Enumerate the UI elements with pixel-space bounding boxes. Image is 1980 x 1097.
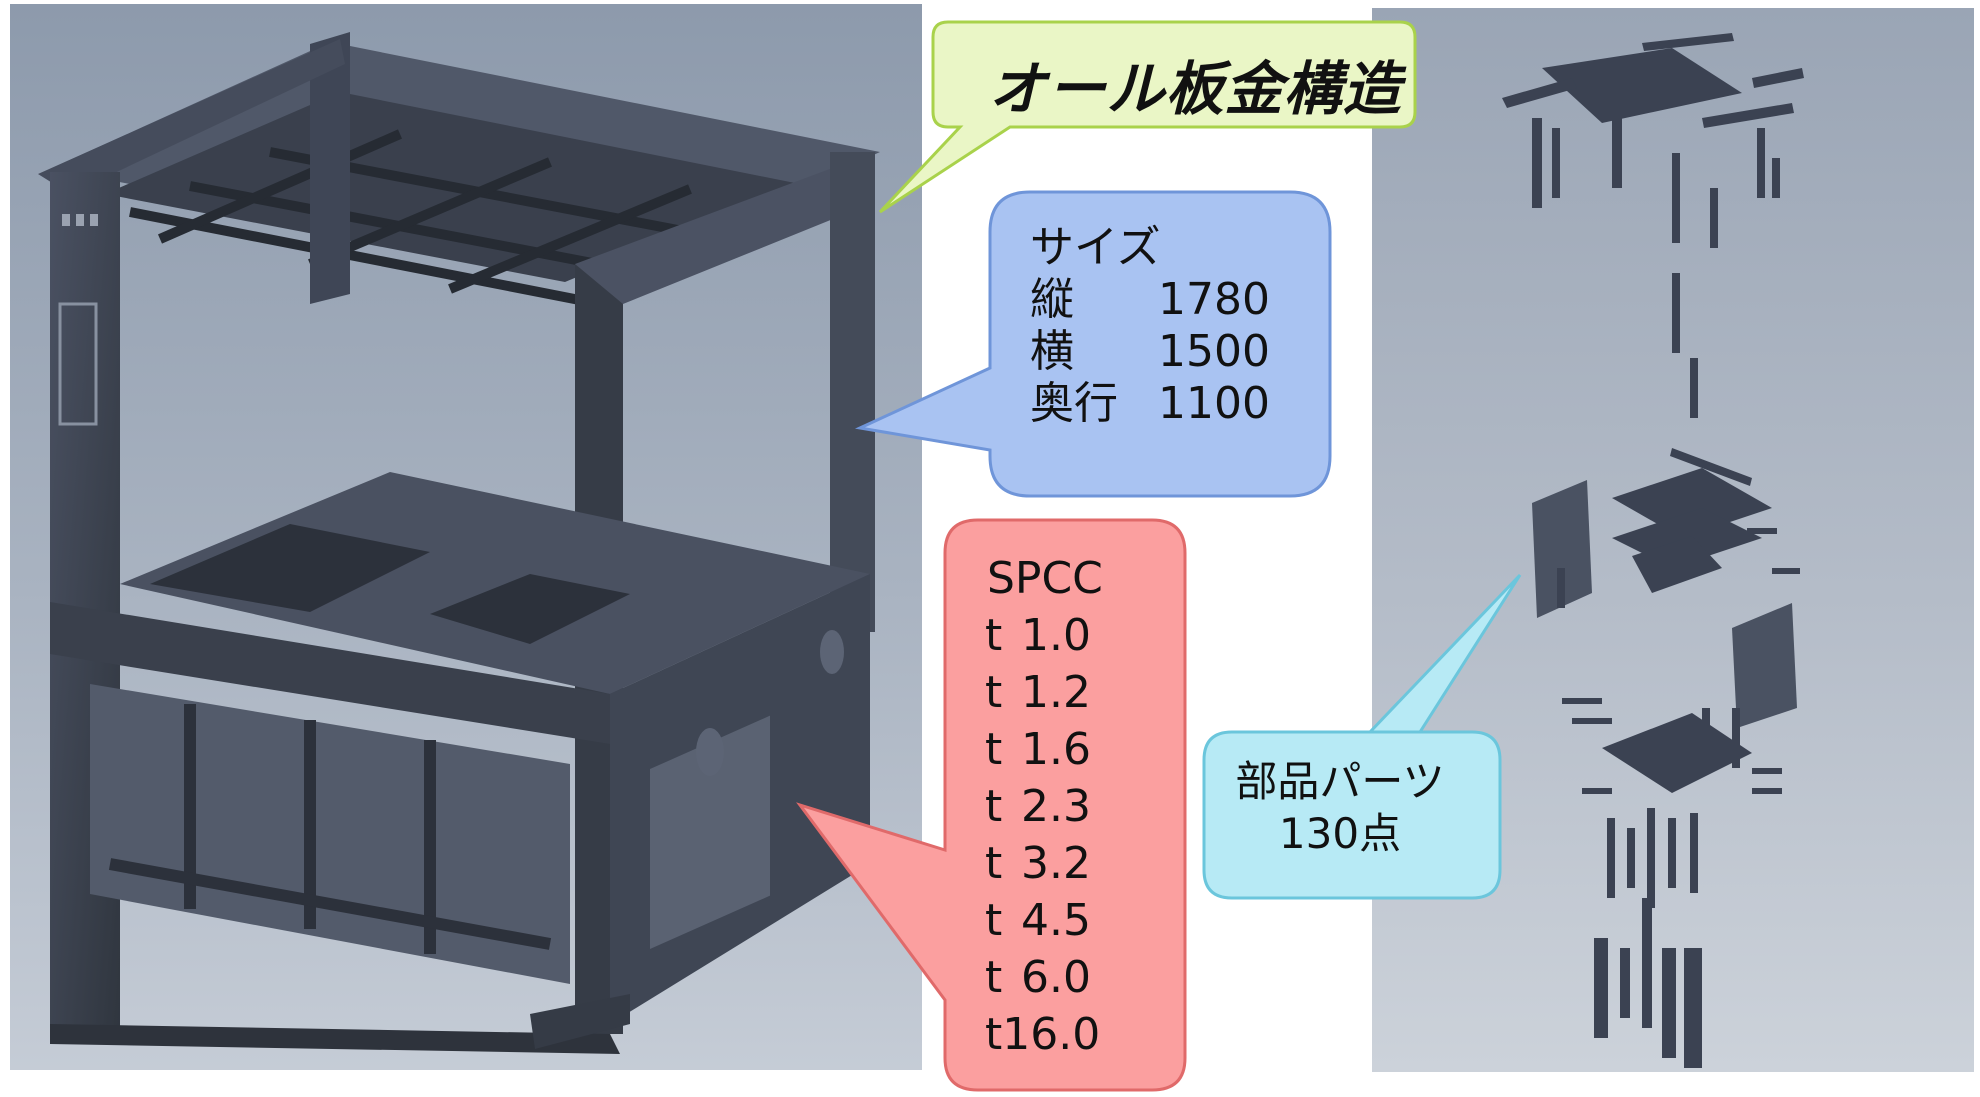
thickness-prefix: t xyxy=(985,895,1003,946)
parts-count: 130点 xyxy=(1278,809,1402,858)
thickness-value: 1.0 xyxy=(1021,610,1091,661)
thickness-row: t 3.2 xyxy=(985,835,1103,892)
size-value: 1100 xyxy=(1158,378,1270,429)
material-heading: SPCC xyxy=(987,553,1103,604)
exploded-drawing xyxy=(1502,33,1804,1068)
size-value: 1500 xyxy=(1158,326,1270,377)
size-value: 1780 xyxy=(1158,274,1270,325)
left-post xyxy=(50,172,120,1032)
size-label: 縦 xyxy=(1030,274,1074,325)
size-row-depth: 奥行 1100 xyxy=(1030,378,1270,430)
assembled-frame-render xyxy=(10,4,922,1070)
size-row-width: 横 1500 xyxy=(1030,326,1270,378)
thickness-prefix: t xyxy=(985,838,1003,889)
thickness-prefix: t xyxy=(985,667,1003,718)
thickness-row: t 1.6 xyxy=(985,721,1103,778)
thickness-row: t 6.0 xyxy=(985,949,1103,1006)
thickness-prefix: t xyxy=(985,781,1003,832)
thickness-value: 6.0 xyxy=(1021,952,1091,1003)
size-row-height: 縦 1780 xyxy=(1030,274,1270,326)
thickness-value: 2.3 xyxy=(1021,781,1091,832)
thickness-prefix: t xyxy=(985,610,1003,661)
parts-callout: 部品パーツ 130点 xyxy=(1210,756,1470,860)
thickness-row: t 4.5 xyxy=(985,892,1103,949)
thickness-row: t 2.3 xyxy=(985,778,1103,835)
parts-label: 部品パーツ xyxy=(1235,757,1445,806)
size-label: 奥行 xyxy=(1030,378,1118,429)
thickness-row: t 1.0 xyxy=(985,607,1103,664)
thickness-value: 3.2 xyxy=(1021,838,1091,889)
size-heading: サイズ xyxy=(1030,222,1161,273)
size-label: 横 xyxy=(1030,326,1074,377)
thickness-prefix: t xyxy=(985,724,1003,775)
thickness-value: 1.6 xyxy=(1021,724,1091,775)
thickness-value: 4.5 xyxy=(1021,895,1091,946)
thickness-value: 1.2 xyxy=(1021,667,1091,718)
size-callout: サイズ 縦 1780 横 1500 奥行 1100 xyxy=(1030,222,1270,430)
exploded-parts-render xyxy=(1372,8,1974,1072)
exploded-parts xyxy=(1502,33,1804,1068)
thickness-row: t 1.2 xyxy=(985,664,1103,721)
title-callout-text: オール板金構造 xyxy=(988,55,1402,123)
thickness-row-last: t16.0 xyxy=(985,1009,1101,1060)
frame-drawing xyxy=(38,32,880,1054)
thickness-prefix: t xyxy=(985,952,1003,1003)
